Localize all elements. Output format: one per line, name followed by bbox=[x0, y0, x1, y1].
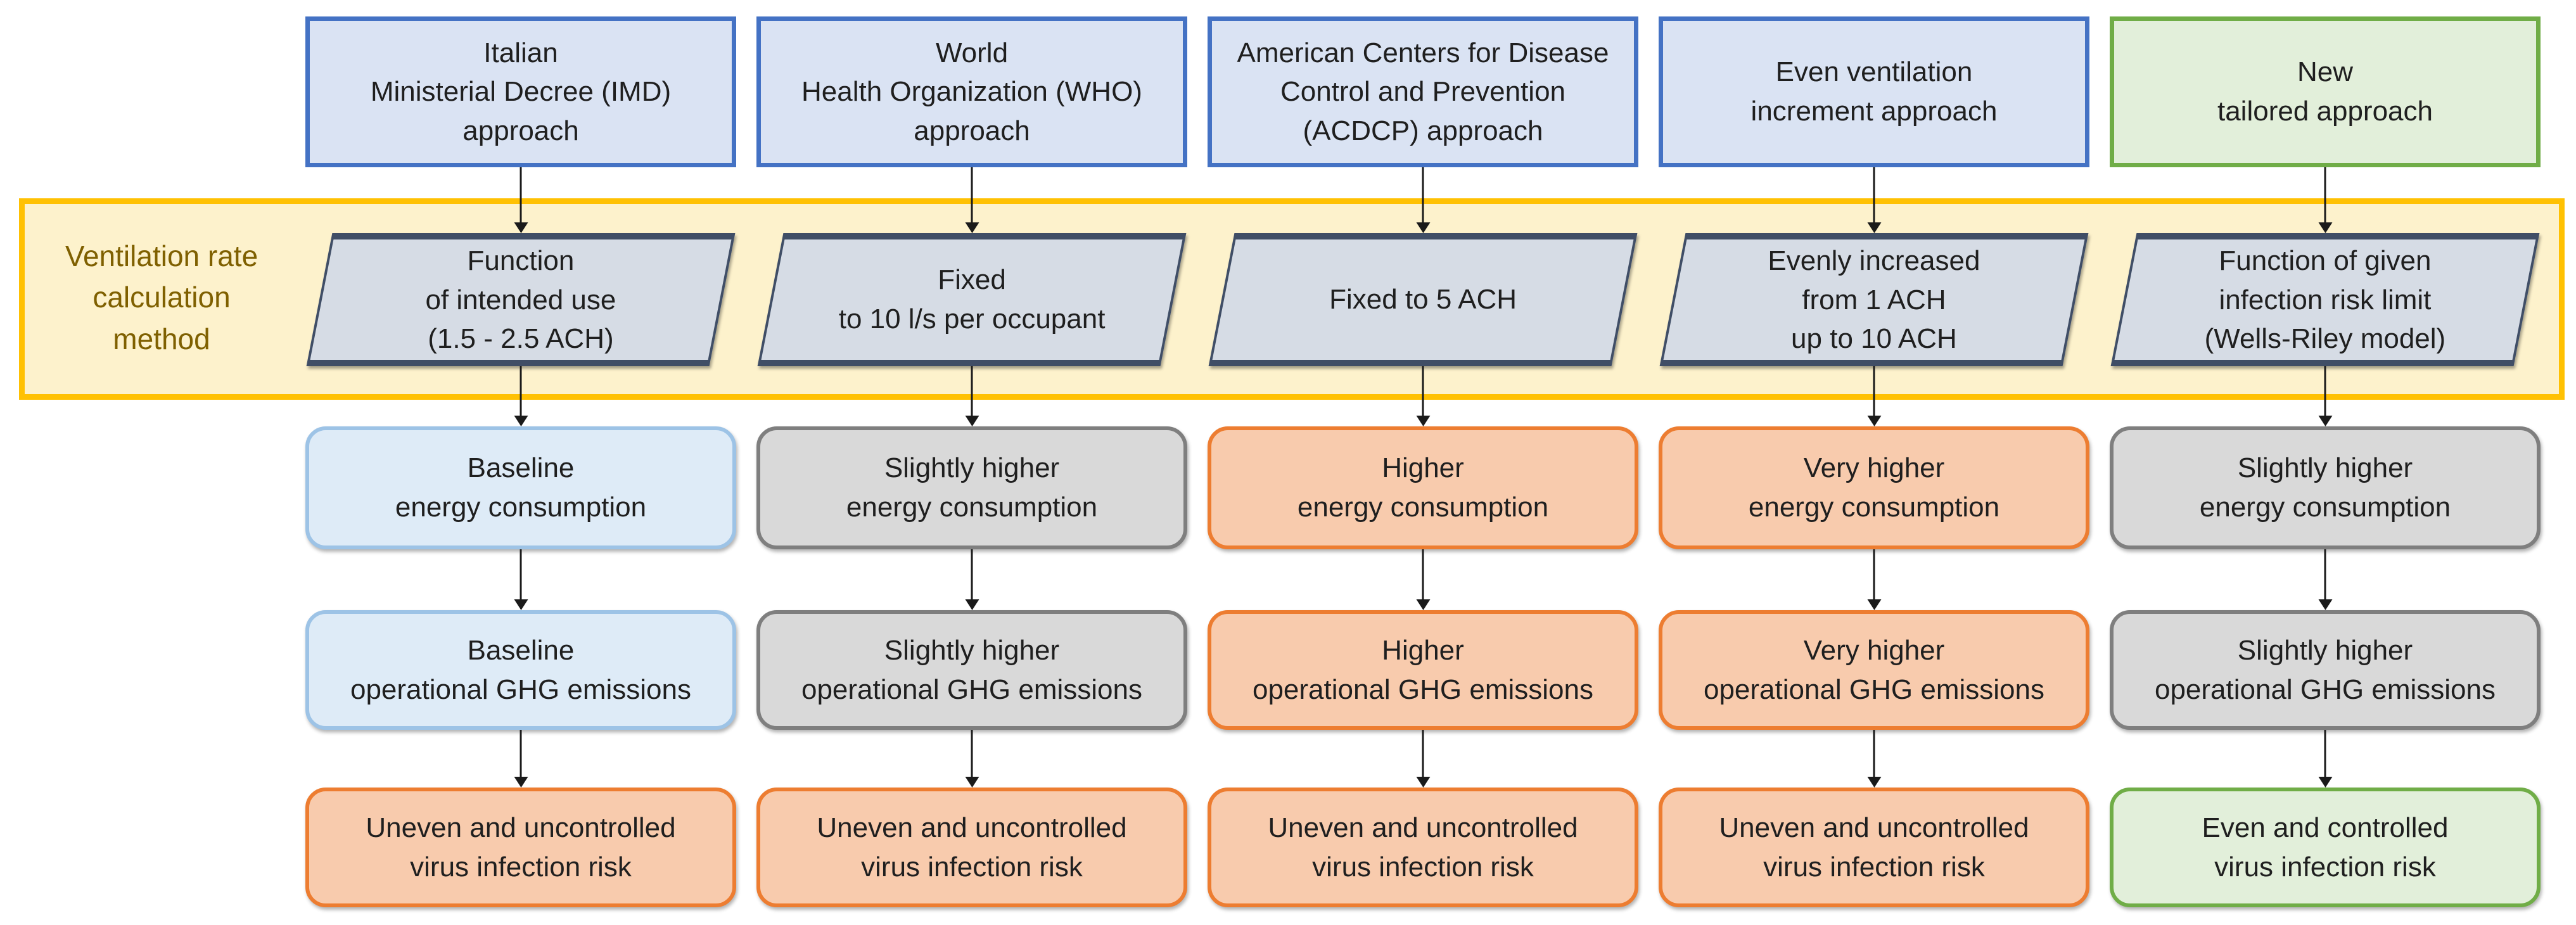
flow-arrow bbox=[1422, 549, 1424, 599]
flow-arrow bbox=[2324, 167, 2326, 222]
method-parallelogram-even-increment-label: Evenly increased from 1 ACH up to 10 ACH bbox=[1768, 245, 1980, 354]
energy-box-who: Slightly higher energy consumption bbox=[756, 426, 1187, 549]
method-parallelogram-imd: Function of intended use (1.5 - 2.5 ACH) bbox=[306, 233, 736, 366]
flow-arrow bbox=[520, 366, 522, 416]
method-parallelogram-new-tailored: Function of given infection risk limit (… bbox=[2110, 233, 2540, 366]
column-acdcp: American Centers for Disease Control and… bbox=[1208, 0, 1638, 925]
energy-box-even-increment: Very higher energy consumption bbox=[1659, 426, 2089, 549]
method-parallelogram-even-increment: Evenly increased from 1 ACH up to 10 ACH bbox=[1659, 233, 2089, 366]
energy-box-imd: Baseline energy consumption bbox=[305, 426, 736, 549]
approach-box-acdcp: American Centers for Disease Control and… bbox=[1208, 16, 1638, 167]
ghg-box-who: Slightly higher operational GHG emission… bbox=[756, 610, 1187, 730]
flow-arrow bbox=[2324, 366, 2326, 416]
approach-box-even-increment: Even ventilation increment approach bbox=[1659, 16, 2089, 167]
flow-arrow bbox=[2324, 549, 2326, 599]
flow-arrow bbox=[1422, 730, 1424, 777]
ghg-box-new-tailored: Slightly higher operational GHG emission… bbox=[2110, 610, 2541, 730]
column-imd: Italian Ministerial Decree (IMD) approac… bbox=[305, 0, 736, 925]
approach-box-who: World Health Organization (WHO) approach bbox=[756, 16, 1187, 167]
flow-arrow bbox=[1422, 167, 1424, 222]
risk-box-who: Uneven and uncontrolled virus infection … bbox=[756, 788, 1187, 907]
flow-arrow bbox=[971, 366, 973, 416]
approach-box-imd: Italian Ministerial Decree (IMD) approac… bbox=[305, 16, 736, 167]
approach-box-new-tailored: New tailored approach bbox=[2110, 16, 2541, 167]
column-new-tailored: New tailored approach Function of given … bbox=[2110, 0, 2541, 925]
method-parallelogram-who: Fixed to 10 l/s per occupant bbox=[757, 233, 1187, 366]
method-parallelogram-acdcp: Fixed to 5 ACH bbox=[1208, 233, 1638, 366]
risk-box-imd: Uneven and uncontrolled virus infection … bbox=[305, 788, 736, 907]
column-even-increment: Even ventilation increment approach Even… bbox=[1659, 0, 2089, 925]
ghg-box-acdcp: Higher operational GHG emissions bbox=[1208, 610, 1638, 730]
flow-arrow bbox=[1873, 730, 1875, 777]
risk-box-acdcp: Uneven and uncontrolled virus infection … bbox=[1208, 788, 1638, 907]
energy-box-acdcp: Higher energy consumption bbox=[1208, 426, 1638, 549]
flow-arrow bbox=[1422, 366, 1424, 416]
flow-arrow bbox=[1873, 167, 1875, 222]
ventilation-method-band-label: Ventilation rate calculation method bbox=[65, 239, 258, 355]
column-who: World Health Organization (WHO) approach… bbox=[756, 0, 1187, 925]
method-parallelogram-imd-label: Function of intended use (1.5 - 2.5 ACH) bbox=[425, 245, 616, 354]
method-parallelogram-acdcp-label: Fixed to 5 ACH bbox=[1329, 284, 1517, 316]
flow-arrow bbox=[971, 167, 973, 222]
flow-arrow bbox=[520, 167, 522, 222]
ghg-box-even-increment: Very higher operational GHG emissions bbox=[1659, 610, 2089, 730]
ghg-box-imd: Baseline operational GHG emissions bbox=[305, 610, 736, 730]
flow-arrow bbox=[1873, 549, 1875, 599]
flow-arrow bbox=[520, 549, 522, 599]
flow-arrow bbox=[2324, 730, 2326, 777]
flow-arrow bbox=[520, 730, 522, 777]
flow-arrow bbox=[1873, 366, 1875, 416]
energy-box-new-tailored: Slightly higher energy consumption bbox=[2110, 426, 2541, 549]
method-parallelogram-new-tailored-label: Function of given infection risk limit (… bbox=[2204, 245, 2446, 354]
flow-arrow bbox=[971, 549, 973, 599]
risk-box-even-increment: Uneven and uncontrolled virus infection … bbox=[1659, 788, 2089, 907]
method-parallelogram-who-label: Fixed to 10 l/s per occupant bbox=[838, 264, 1106, 335]
risk-box-new-tailored: Even and controlled virus infection risk bbox=[2110, 788, 2541, 907]
flow-arrow bbox=[971, 730, 973, 777]
